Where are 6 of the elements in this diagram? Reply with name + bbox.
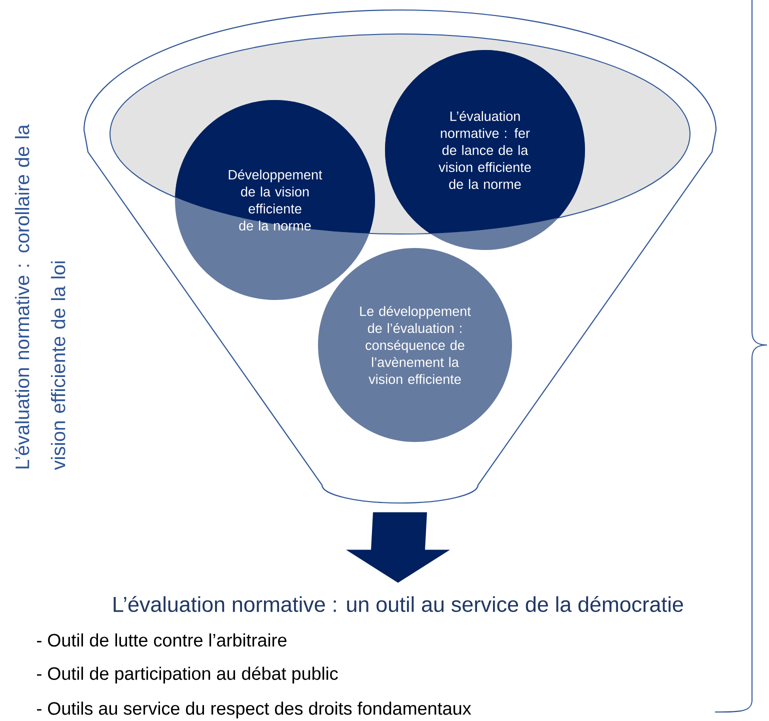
- bullet-item: - Outil de participation au débat public: [37, 666, 338, 684]
- vertical-title: L’évaluation normative : corollaire de la vision efficiente de la loi: [14, 124, 66, 470]
- bullet-item: - Outil de lutte contre l’arbitraire: [37, 633, 286, 647]
- block-arrow: [346, 512, 450, 583]
- heading: L’évaluation normative : un outil au service de la démocratie: [114, 596, 683, 612]
- bullet-item: - Outils au service du respect des droits fondamentaux: [37, 702, 472, 718]
